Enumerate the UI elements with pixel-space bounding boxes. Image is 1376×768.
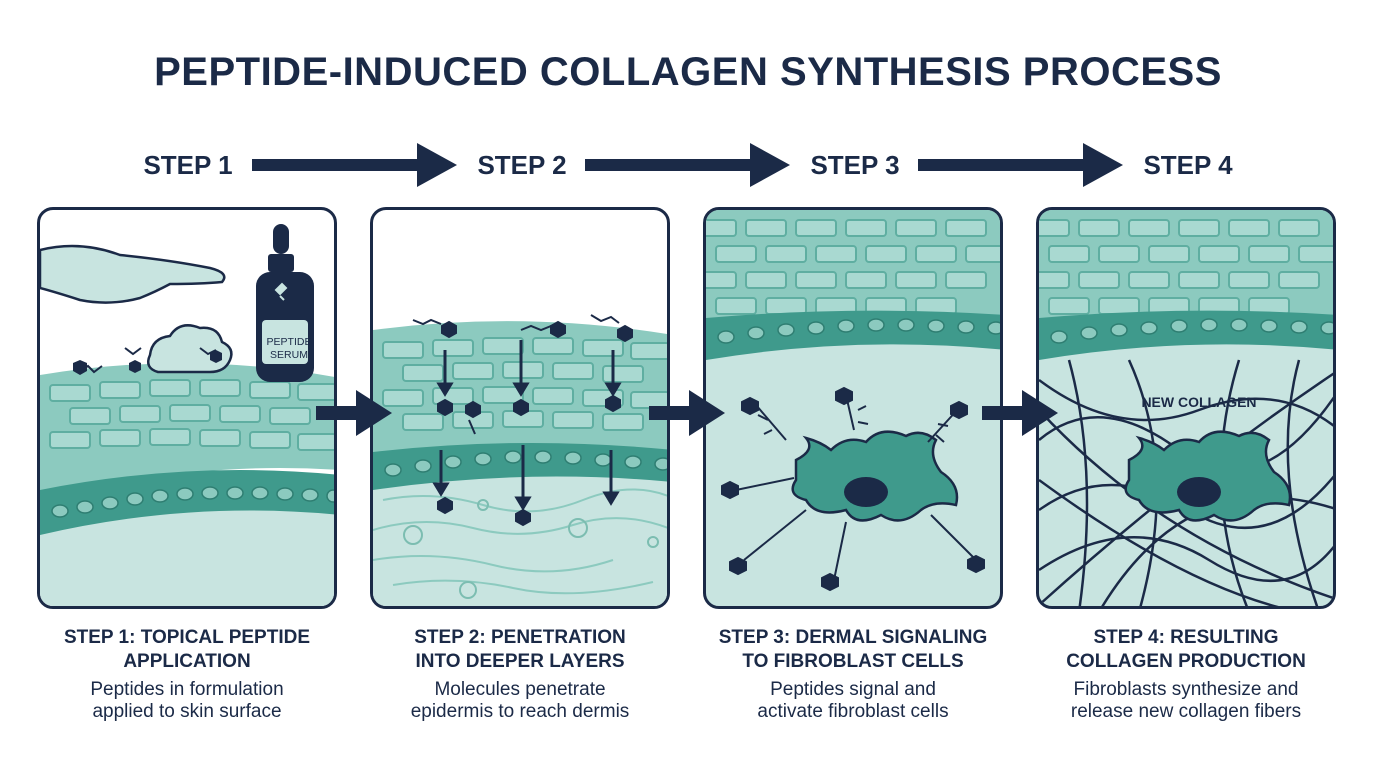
step-1-caption-title-line-2: APPLICATION — [123, 651, 251, 672]
panel-step-1: PEPTIDE SERUM — [37, 207, 337, 609]
fibroblast-cell-icon — [1124, 430, 1292, 522]
step-3-caption-desc-line-1: Peptides signal and — [770, 679, 936, 700]
step-4-caption-desc-line-2: release new collagen fibers — [1070, 701, 1302, 722]
arrow-right-icon — [918, 143, 1123, 187]
serum-label: PEPTIDE SERUM — [254, 336, 324, 362]
step-2-caption-title-line-2: INTO DEEPER LAYERS — [415, 651, 625, 672]
diagram-title: PEPTIDE-INDUCED COLLAGEN SYNTHESIS PROCE… — [154, 50, 1222, 94]
step-3-caption-desc: Peptides signal and activate fibroblast … — [688, 679, 1018, 723]
step-4-caption-title: STEP 4: RESULTING COLLAGEN PRODUCTION — [1021, 626, 1351, 674]
step-2-caption-desc-line-2: epidermis to reach dermis — [410, 701, 630, 722]
step-4-caption-title-line-1: STEP 4: RESULTING — [1093, 627, 1279, 648]
step-4-label: STEP 4 — [1143, 150, 1233, 180]
serum-label-line-1: PEPTIDE — [266, 336, 312, 348]
arrow-right-icon — [316, 390, 392, 436]
step-2-caption-title-line-1: STEP 2: PENETRATION — [414, 627, 626, 648]
step-3-label: STEP 3 — [810, 150, 900, 180]
arrow-right-icon — [982, 390, 1058, 436]
new-collagen-label: NEW COLLAGEN — [1141, 394, 1257, 410]
step-1-caption-desc-line-2: applied to skin surface — [92, 701, 282, 722]
step-4-caption-title-line-2: COLLAGEN PRODUCTION — [1066, 651, 1306, 672]
step-1-caption-title: STEP 1: TOPICAL PEPTIDE APPLICATION — [22, 626, 352, 674]
step-1-caption-title-line-1: STEP 1: TOPICAL PEPTIDE — [63, 627, 310, 648]
hand-icon — [40, 244, 226, 304]
step-3-caption-desc-line-2: activate fibroblast cells — [757, 701, 949, 722]
step-1-label: STEP 1 — [143, 150, 233, 180]
step-2-caption-desc-line-1: Molecules penetrate — [434, 679, 606, 700]
panel-step-4: NEW COLLAGEN — [1036, 207, 1336, 609]
step-1-caption-desc-line-1: Peptides in formulation — [90, 679, 284, 700]
step-3-caption-title-line-1: STEP 3: DERMAL SIGNALING — [718, 627, 988, 648]
fibroblast-cell-icon — [791, 430, 959, 522]
arrow-right-icon — [585, 143, 790, 187]
serum-label-line-2: SERUM — [270, 349, 308, 361]
panel-step-3 — [703, 207, 1003, 609]
panel-step-2 — [370, 207, 670, 609]
arrow-right-icon — [649, 390, 725, 436]
step-4-caption-desc-line-1: Fibroblasts synthesize and — [1073, 679, 1299, 700]
peptide-molecule-icon — [412, 314, 633, 527]
step-3-caption-title-line-2: TO FIBROBLAST CELLS — [742, 651, 964, 672]
step-4-caption-desc: Fibroblasts synthesize and release new c… — [1021, 679, 1351, 723]
step-2-caption-desc: Molecules penetrate epidermis to reach d… — [355, 679, 685, 723]
arrow-right-icon — [252, 143, 457, 187]
step-1-caption-desc: Peptides in formulation applied to skin … — [22, 679, 352, 723]
step-2-caption-title: STEP 2: PENETRATION INTO DEEPER LAYERS — [355, 626, 685, 674]
step-3-caption-title: STEP 3: DERMAL SIGNALING TO FIBROBLAST C… — [688, 626, 1018, 674]
step-2-label: STEP 2 — [477, 150, 567, 180]
serum-bottle-icon — [256, 224, 314, 382]
